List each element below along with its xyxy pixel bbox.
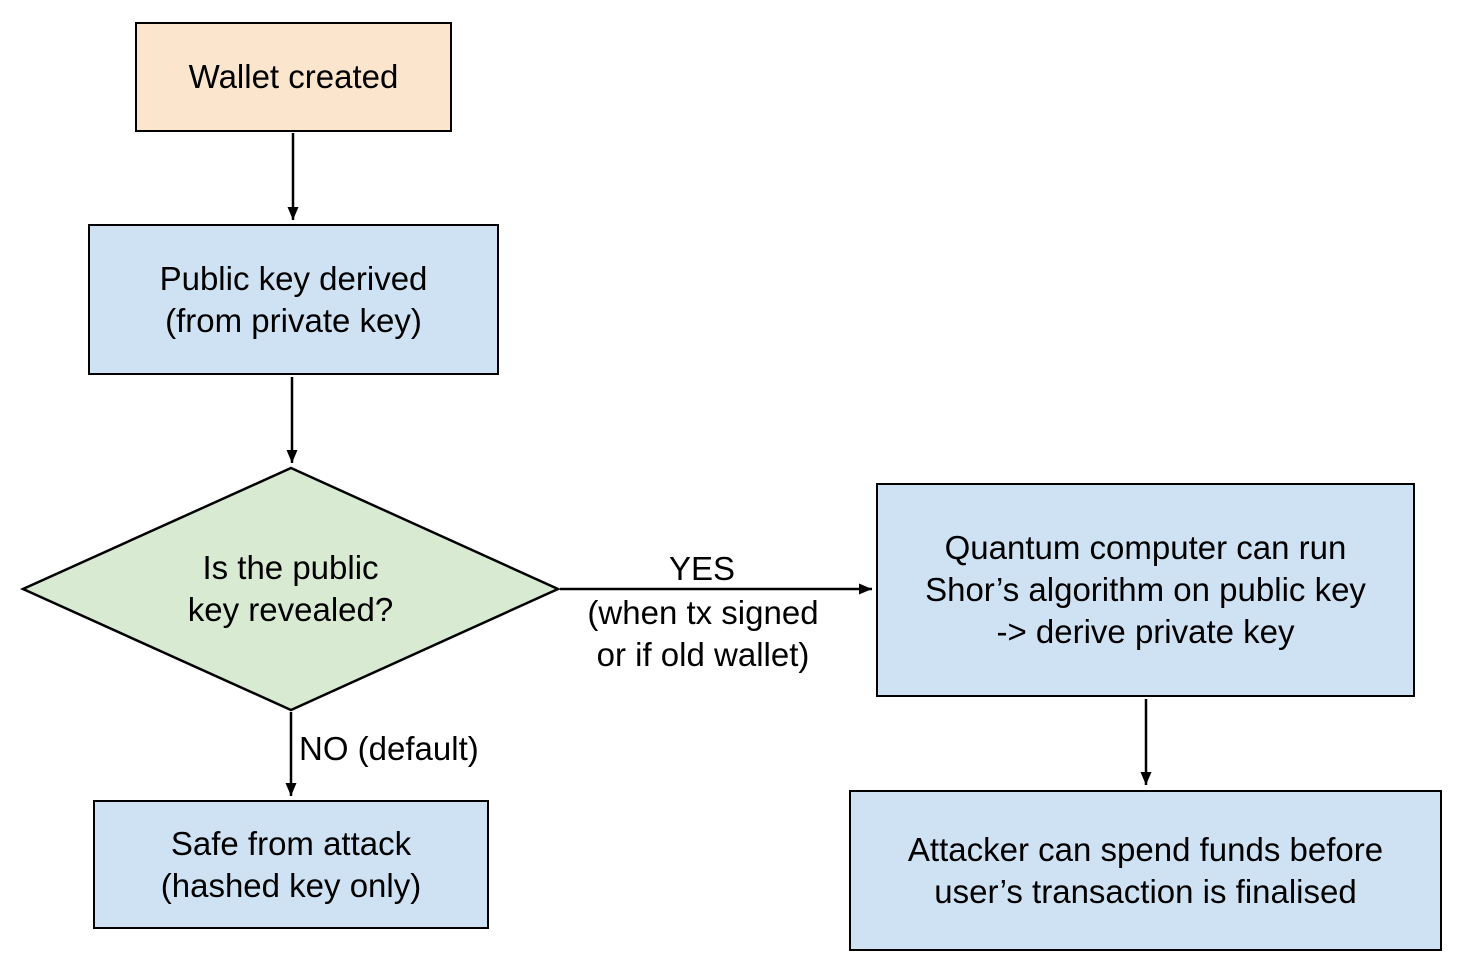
node-quantum-attack: Quantum computer can run Shor’s algorith…	[876, 483, 1415, 697]
edge-label-no: NO (default)	[299, 730, 479, 767]
node-decision-public-key-revealed: Is the public key revealed?	[187, 549, 394, 628]
node-attacker-spends: Attacker can spend funds before user’s t…	[849, 790, 1442, 951]
edge-label-yes: YES	[668, 550, 736, 587]
decision-diamond-shape	[19, 466, 562, 712]
node-safe-from-attack: Safe from attack (hashed key only)	[93, 800, 489, 929]
node-public-key-derived: Public key derived (from private key)	[88, 224, 499, 375]
edge-label-yes-note: (when tx signed or if old wallet)	[587, 594, 819, 673]
node-wallet-created: Wallet created	[135, 22, 452, 132]
